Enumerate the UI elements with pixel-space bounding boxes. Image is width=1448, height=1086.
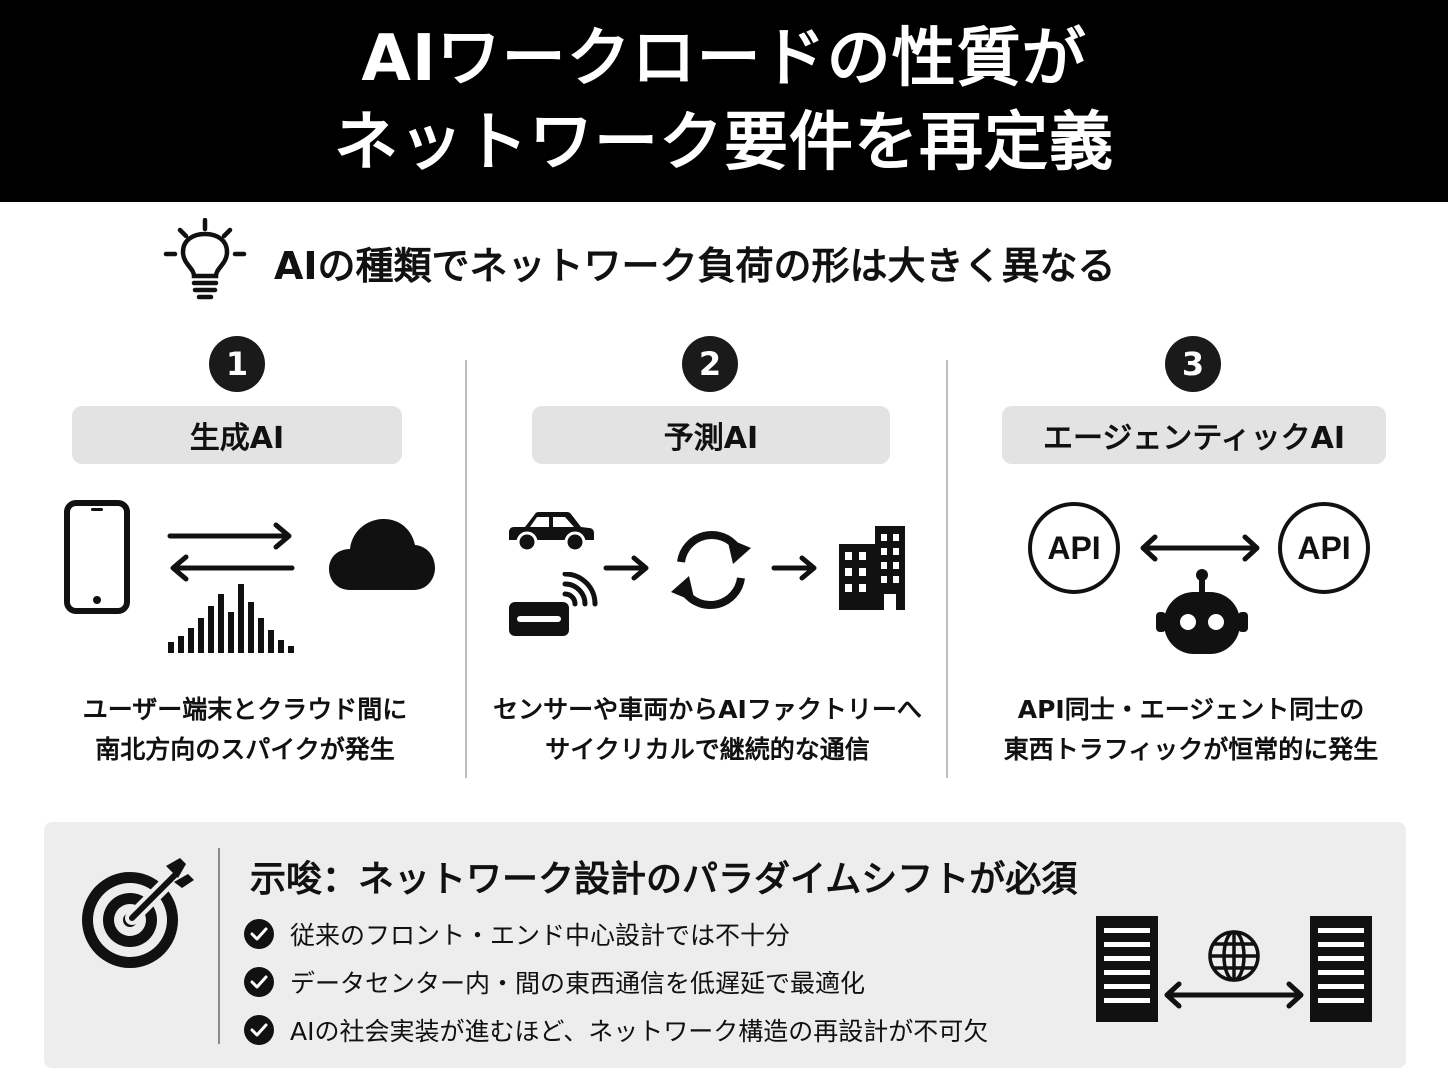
bidirectional-arrows-icon	[167, 522, 295, 582]
category-label: 生成AI	[72, 406, 402, 464]
api-label: API	[1297, 530, 1350, 566]
page-header: AIワークロードの性質が ネットワーク要件を再定義	[0, 0, 1448, 202]
double-arrow-icon	[1140, 534, 1260, 562]
description-line: 東西トラフィックが恒常的に発生	[1003, 735, 1379, 764]
lightbulb-icon	[163, 218, 247, 300]
category-label: 予測AI	[532, 406, 890, 464]
panel-divider	[218, 848, 220, 1044]
title-line-1: AIワークロードの性質が	[361, 22, 1087, 96]
description-line: センサーや車両からAIファクトリーへ	[493, 695, 922, 724]
column-predictive-ai: 2 予測AI	[485, 336, 930, 786]
car-icon	[509, 512, 594, 553]
implication-bullet: データセンター内・間の東西通信を低遅延で最適化	[244, 964, 865, 1000]
step-number-2: 2	[682, 336, 738, 392]
smartphone-icon	[64, 500, 130, 614]
step-number-3: 3	[1165, 336, 1221, 392]
traffic-spike-icon	[168, 584, 294, 653]
subtitle: AIの種類でネットワーク負荷の形は大きく異なる	[160, 218, 1310, 306]
implication-heading: 示唆：ネットワーク設計のパラダイムシフトが必須	[250, 859, 1078, 900]
sensor-icon	[509, 572, 598, 636]
cloud-icon	[329, 519, 435, 590]
column-divider	[465, 360, 467, 778]
double-arrow-icon	[1164, 981, 1304, 1009]
check-icon	[244, 1015, 274, 1045]
cycle-icon	[671, 531, 751, 609]
bullet-text: データセンター内・間の東西通信を低遅延で最適化	[290, 969, 866, 998]
description-line: ユーザー端末とクラウド間に	[82, 695, 408, 724]
column-description: センサーや車両からAIファクトリーへ サイクリカルで継続的な通信	[485, 690, 930, 770]
column-description: API同士・エージェント同士の 東西トラフィックが恒常的に発生	[966, 690, 1416, 770]
building-icon	[839, 526, 905, 610]
implication-bullet: AIの社会実装が進むほど、ネットワーク構造の再設計が不可欠	[244, 1012, 988, 1048]
column-generative-ai: 1 生成AI ユーザー端末とクラウド間に 南北方向のスパイクが発生	[40, 336, 450, 786]
api-left-icon: API	[1028, 502, 1120, 594]
robot-icon	[1156, 569, 1248, 654]
check-icon	[244, 919, 274, 949]
description-line: 南北方向のスパイクが発生	[95, 735, 395, 764]
check-icon	[244, 967, 274, 997]
bullet-text: AIの社会実装が進むほど、ネットワーク構造の再設計が不可欠	[290, 1017, 989, 1046]
implication-panel: 示唆：ネットワーク設計のパラダイムシフトが必須 従来のフロント・エンド中心設計で…	[44, 822, 1406, 1068]
column-divider	[946, 360, 948, 778]
subtitle-text: AIの種類でネットワーク負荷の形は大きく異なる	[274, 243, 1116, 288]
title-line-2: ネットワーク要件を再定義	[334, 106, 1114, 180]
column-agentic-ai: 3 エージェンティックAI API API API同士・エージェント同士の 東西…	[966, 336, 1416, 786]
description-line: サイクリカルで継続的な通信	[545, 735, 870, 764]
description-line: API同士・エージェント同士の	[1017, 695, 1365, 724]
api-label: API	[1047, 530, 1100, 566]
server-icon	[1310, 916, 1372, 1022]
implication-bullet: 従来のフロント・エンド中心設計では不十分	[244, 916, 790, 952]
bullet-text: 従来のフロント・エンド中心設計では不十分	[290, 921, 791, 950]
target-icon	[82, 858, 194, 968]
api-right-icon: API	[1278, 502, 1370, 594]
globe-icon	[1208, 930, 1260, 982]
arrow-right-icon	[603, 555, 649, 581]
arrow-right-icon	[771, 555, 817, 581]
step-number-1: 1	[209, 336, 265, 392]
category-label: エージェンティックAI	[1002, 406, 1386, 464]
server-icon	[1096, 916, 1158, 1022]
column-description: ユーザー端末とクラウド間に 南北方向のスパイクが発生	[40, 690, 450, 770]
